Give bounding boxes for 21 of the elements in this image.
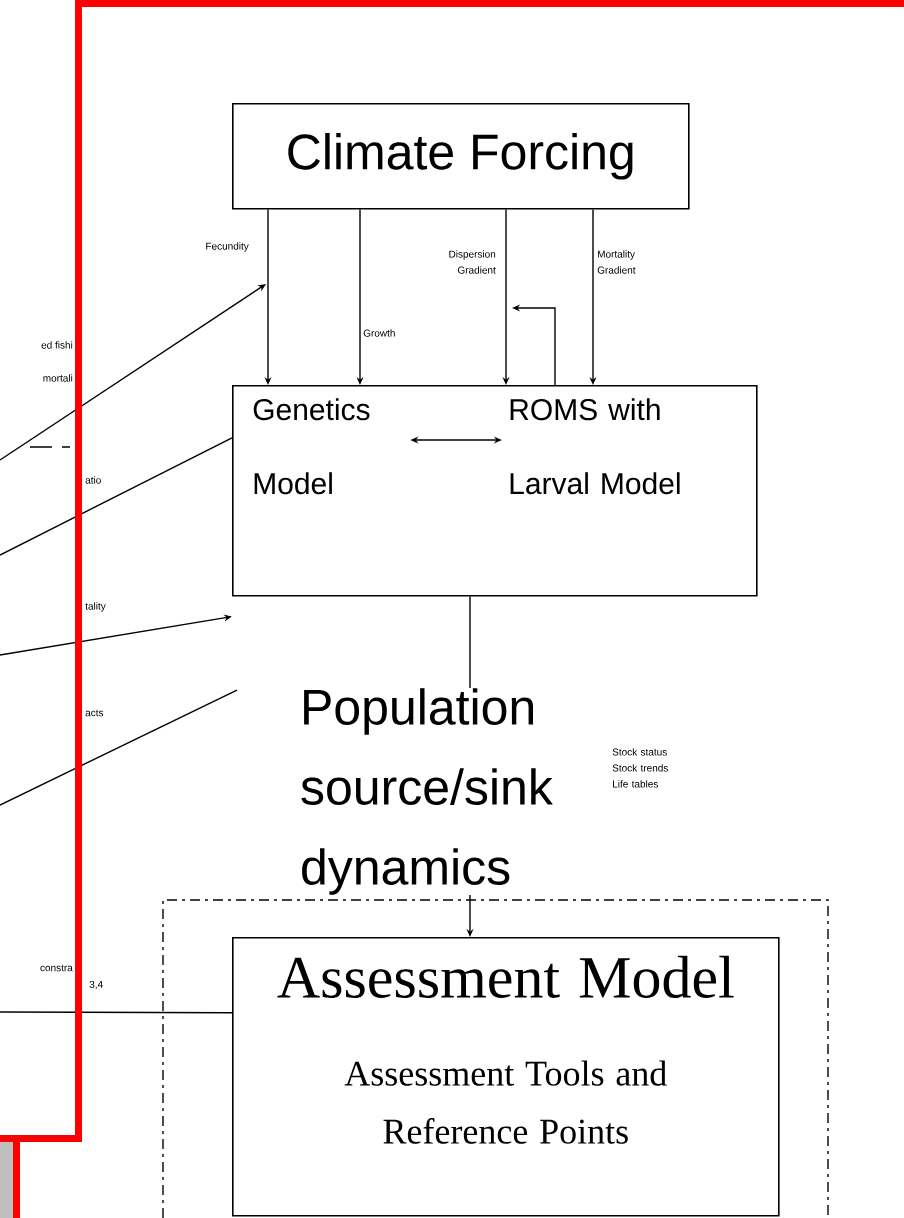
label: ed fishi [41, 341, 73, 349]
edge-label: Fecundity [206, 242, 249, 252]
label: acts [85, 709, 104, 717]
flow-text: Population source/sink dynamics Stock status Stock trends Life tables [301, 688, 668, 895]
connector-line [469, 595, 471, 689]
edge-label: Growth [363, 329, 395, 337]
process-box: Climate Forcing [232, 103, 690, 210]
model-box [232, 385, 758, 597]
edge-label: Dispersion Gradient [449, 250, 496, 274]
edge-label: 3,4 [89, 980, 103, 990]
connector-line [0, 437, 233, 556]
label: atio [85, 476, 101, 484]
label: tality [85, 602, 106, 612]
dashed-boundary [162, 899, 829, 1218]
box-text: Genetics Model [253, 398, 370, 495]
label: mortali [43, 374, 73, 382]
box-text: ROMS with Larval Model [510, 398, 680, 495]
process-box: Assessment Model Assessment Tools and Reference Points [232, 937, 780, 1217]
label: constra [40, 964, 73, 972]
connector-line [0, 1011, 233, 1014]
edge-label: Mortality Gradient [597, 250, 636, 274]
